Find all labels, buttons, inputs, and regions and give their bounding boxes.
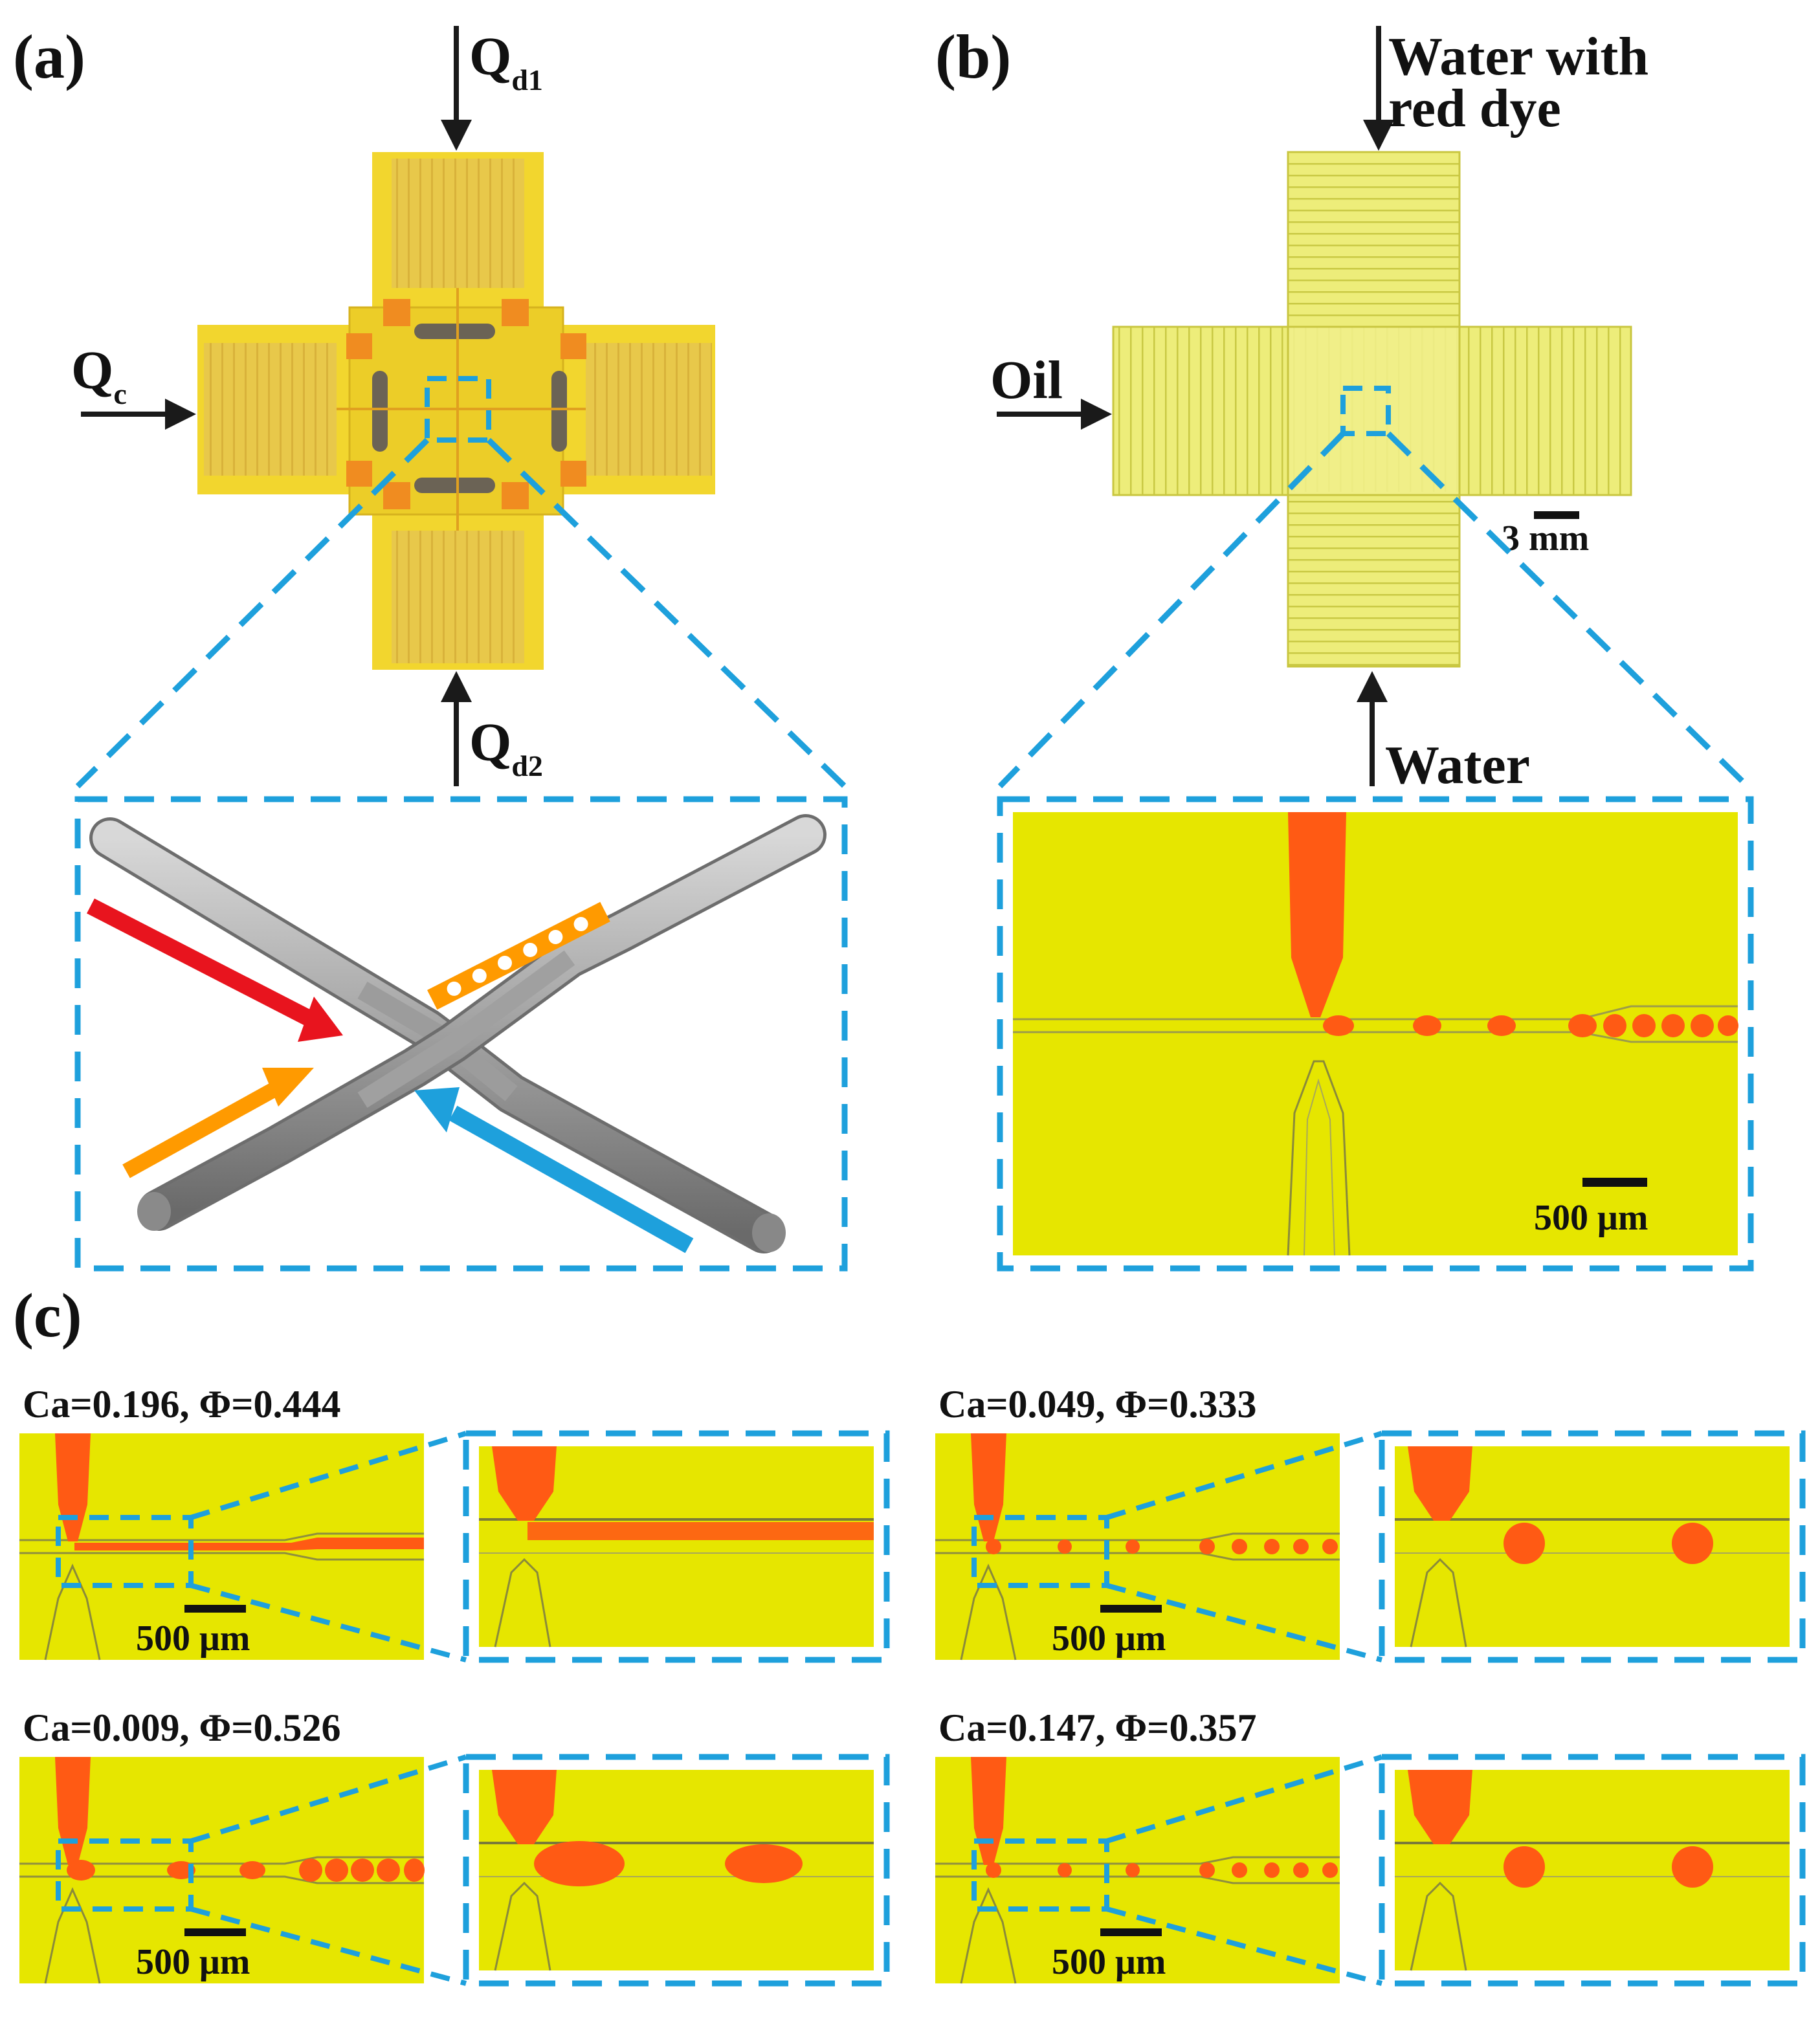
- scalebar-500um-b-label: 500 μm: [1534, 1198, 1648, 1238]
- roi-box: [971, 1838, 1109, 1912]
- arrow-orange-flow: [122, 1068, 314, 1178]
- zoom-line-top: [190, 1754, 467, 1844]
- panel-c: (c): [13, 1281, 82, 1350]
- dispersed-nozzle-zoom: [1408, 1770, 1472, 1844]
- holder-left: [372, 371, 388, 452]
- zoom-inset-box: [1379, 1754, 1806, 1987]
- port-left: [204, 343, 337, 476]
- dispersed-nozzle-zoom: [1408, 1446, 1472, 1521]
- holder-right: [551, 371, 567, 452]
- dispersed-nozzle: [55, 1757, 91, 1865]
- holder-top: [414, 324, 495, 339]
- zoom-inset-box: [463, 1754, 890, 1987]
- case-label: Ca=0.147, Φ=0.357: [938, 1706, 1256, 1749]
- zoom-line-top: [190, 1431, 467, 1520]
- panel-a: (a): [13, 22, 848, 1272]
- port-right: [586, 343, 712, 476]
- droplet-zoom: [1504, 1846, 1713, 1888]
- label-water-red-dye-line1: Water with: [1388, 27, 1648, 87]
- case-label: Ca=0.196, Φ=0.444: [23, 1383, 340, 1426]
- droplet-train: [986, 1539, 1338, 1554]
- scalebar-500um: [184, 1605, 246, 1613]
- dispersed-nozzle: [971, 1433, 1006, 1541]
- label-qd2: Qd2: [469, 712, 543, 782]
- scalebar-500um-label: 500 μm: [1052, 1942, 1166, 1982]
- zoom-line-top: [1105, 1754, 1383, 1844]
- holder-bottom: [414, 478, 495, 493]
- droplet-train-strip: [427, 901, 610, 1010]
- label-qd1: Qd1: [469, 27, 543, 96]
- case-label: Ca=0.049, Φ=0.333: [938, 1383, 1256, 1426]
- continuous-capillary: [1287, 1060, 1351, 1256]
- micrograph-inset-b: 500 μm: [997, 796, 1754, 1272]
- scalebar-500um-b: [1582, 1178, 1647, 1187]
- case-4: Ca=0.147, Φ=0.357 500 μm: [935, 1706, 1806, 1987]
- scalebar-500um-label: 500 μm: [1052, 1618, 1166, 1659]
- panel-b-letter: (b): [935, 22, 1011, 91]
- zoom-inset-box: [463, 1430, 890, 1663]
- zoom-line-a-right: [486, 437, 847, 789]
- zoom-inset-box: [1379, 1430, 1806, 1663]
- dispersed-nozzle: [55, 1433, 91, 1541]
- droplet-train: [74, 1538, 424, 1550]
- arrow-red-flow: [87, 898, 343, 1042]
- droplet-zoom: [527, 1522, 874, 1540]
- zoom-line-b-left: [997, 431, 1346, 789]
- zoom-line-b-right: [1386, 431, 1750, 789]
- scalebar-500um-label: 500 μm: [136, 1942, 250, 1982]
- port-top: [392, 159, 524, 288]
- arrow-blue-flow: [414, 1087, 694, 1253]
- inset-box-a: [74, 796, 848, 1272]
- zoom-line-bottom: [190, 1583, 467, 1662]
- zoom-line-a-left: [75, 437, 430, 789]
- scalebar-500um: [184, 1928, 246, 1936]
- port-bottom: [392, 531, 524, 663]
- zoom-line-bottom: [190, 1906, 467, 1986]
- label-oil: Oil: [990, 350, 1063, 410]
- droplet-zoom: [1504, 1523, 1713, 1564]
- case-2: Ca=0.049, Φ=0.333 500 μm: [935, 1383, 1806, 1663]
- droplet-zoom: [534, 1841, 803, 1886]
- scalebar-500um: [1100, 1605, 1162, 1613]
- case-label: Ca=0.009, Φ=0.526: [23, 1706, 340, 1749]
- scalebar-3mm: [1534, 511, 1579, 519]
- roi-box-b: [1340, 386, 1391, 436]
- case-1: Ca=0.196, Φ=0.444 500 μm: [19, 1383, 890, 1663]
- zoom-line-bottom: [1105, 1583, 1383, 1662]
- label-water-red-dye-line2: red dye: [1388, 78, 1561, 138]
- label-qc: Qc: [71, 340, 127, 410]
- scalebar-3mm-label: 3 mm: [1502, 518, 1589, 558]
- capillary-3d-inset: [74, 796, 848, 1272]
- roi-box: [56, 1515, 194, 1588]
- droplet-train: [67, 1859, 425, 1882]
- zoom-line-top: [1105, 1431, 1383, 1520]
- scalebar-500um: [1100, 1928, 1162, 1936]
- droplet-train: [986, 1862, 1338, 1878]
- case-3: Ca=0.009, Φ=0.526 500 μm: [19, 1706, 890, 1987]
- dispersed-nozzle-zoom: [492, 1770, 557, 1844]
- dispersed-nozzle: [1288, 812, 1346, 1017]
- droplet-train-b: [1323, 1014, 1738, 1037]
- tube-capillary-2: [137, 814, 827, 1231]
- dispersed-nozzle: [971, 1757, 1006, 1865]
- inset-box-b: [997, 796, 1754, 1272]
- roi-box: [56, 1838, 194, 1912]
- panel-a-letter: (a): [13, 22, 85, 91]
- panel-c-letter: (c): [13, 1281, 82, 1350]
- device-cross-schematic: [197, 152, 715, 670]
- zoom-line-bottom: [1105, 1906, 1383, 1986]
- scalebar-500um-label: 500 μm: [136, 1618, 250, 1659]
- roi-box: [971, 1515, 1109, 1588]
- device-photo: [1112, 151, 1632, 668]
- label-water: Water: [1385, 735, 1530, 795]
- panel-b: (b) Water with red dye Oil Water 3 mm: [935, 22, 1754, 1272]
- dispersed-nozzle-zoom: [492, 1446, 557, 1521]
